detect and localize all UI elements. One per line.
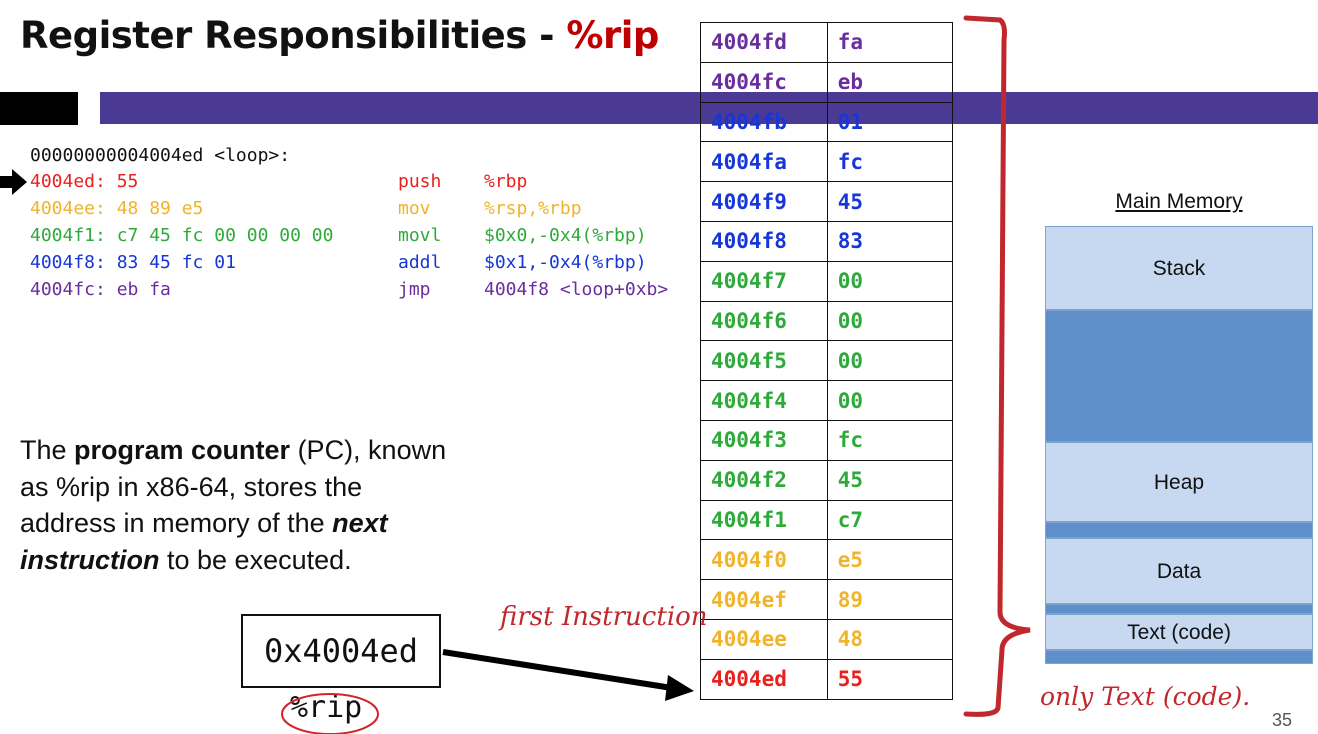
para-text-2: (PC), known as %rip in x86-64, stores th… (20, 435, 447, 538)
memory-value: eb (826, 61, 954, 103)
rip-pointer-arrow (442, 649, 673, 691)
memory-address: 4004fd (700, 22, 828, 63)
memory-value: fc (826, 141, 954, 183)
memory-address: 4004f2 (700, 459, 828, 501)
first-instruction-note: first Instruction (498, 602, 708, 632)
memory-address: 4004ed (700, 658, 828, 700)
memory-address: 4004ef (700, 579, 828, 620)
code-mnemonic: addl (398, 252, 442, 273)
page-number: 35 (1272, 710, 1293, 730)
code-addr: 4004f8: 83 45 fc 01 (30, 252, 236, 273)
memory-address: 4004f6 (700, 300, 828, 342)
code-mnemonic: movl (398, 225, 442, 246)
memory-value: 00 (826, 340, 954, 382)
memory-value: 83 (826, 220, 954, 262)
memory-address: 4004f3 (700, 419, 828, 461)
current-instruction-arrow-icon (0, 169, 27, 195)
memory-value: 48 (826, 618, 954, 660)
pc-description: The program counter (PC), known as %rip … (20, 432, 460, 578)
code-addr: 4004fc: eb fa (30, 279, 171, 300)
code-header: 00000000004004ed <loop>: (30, 145, 291, 166)
title-main: Register Responsibilities - (20, 14, 567, 57)
memory-value: 00 (826, 260, 954, 302)
memory-address: 4004f0 (700, 539, 828, 581)
memory-value: 00 (826, 300, 954, 342)
code-addr: 4004ed: 55 (30, 171, 139, 192)
title-tab-decoration (0, 92, 78, 125)
memory-address: 4004fb (700, 101, 828, 143)
memory-value: 01 (826, 101, 954, 143)
para-bold-1: program counter (74, 435, 291, 465)
rip-pointer-arrowhead-icon (665, 675, 694, 701)
para-text-1: The (20, 435, 75, 465)
rip-register-label: %rip (290, 690, 363, 725)
memory-address: 4004f1 (700, 499, 828, 541)
memory-value: e5 (826, 539, 954, 581)
code-mnemonic: push (398, 171, 442, 192)
code-operands: 4004f8 <loop+0xb> (484, 279, 669, 300)
memory-value: fa (826, 22, 954, 63)
segment-text: Text (code) (1045, 614, 1313, 650)
memory-value: c7 (826, 499, 954, 541)
only-text-note: only Text (code). (1040, 682, 1250, 711)
memory-value: 45 (826, 181, 954, 222)
segment-free-space (1045, 310, 1313, 442)
segment-gap-1 (1045, 522, 1313, 538)
memory-address: 4004fc (700, 61, 828, 103)
segment-gap-2 (1045, 604, 1313, 614)
main-memory-title: Main Memory (1115, 190, 1243, 213)
memory-address: 4004f4 (700, 380, 828, 421)
code-addr: 4004ee: 48 89 e5 (30, 198, 204, 219)
code-operands: $0x1,-0x4(%rbp) (484, 252, 647, 273)
para-text-3: to be executed. (159, 544, 352, 575)
code-operands: %rbp (484, 171, 528, 192)
code-addr: 4004f1: c7 45 fc 00 00 00 00 (30, 225, 334, 246)
memory-value: 45 (826, 459, 954, 501)
segment-bottom (1045, 650, 1313, 664)
title-accent: %rip (566, 14, 659, 57)
segment-data: Data (1045, 538, 1313, 604)
segment-stack: Stack (1045, 226, 1313, 310)
code-operands: %rsp,%rbp (484, 198, 582, 219)
code-mnemonic: jmp (398, 279, 431, 300)
slide-title: Register Responsibilities - %rip (20, 14, 659, 57)
para-bold-2: next instruction (20, 508, 388, 575)
rip-register-box: 0x4004ed (241, 614, 441, 688)
code-operands: $0x0,-0x4(%rbp) (484, 225, 647, 246)
memory-value: 55 (826, 658, 954, 700)
memory-address: 4004f9 (700, 181, 828, 222)
memory-address: 4004fa (700, 141, 828, 183)
memory-address: 4004f8 (700, 220, 828, 262)
memory-value: 89 (826, 579, 954, 620)
memory-address: 4004f7 (700, 260, 828, 302)
memory-address: 4004ee (700, 618, 828, 660)
segment-heap: Heap (1045, 442, 1313, 522)
memory-value: 00 (826, 380, 954, 421)
memory-address: 4004f5 (700, 340, 828, 382)
code-mnemonic: mov (398, 198, 431, 219)
memory-value: fc (826, 419, 954, 461)
